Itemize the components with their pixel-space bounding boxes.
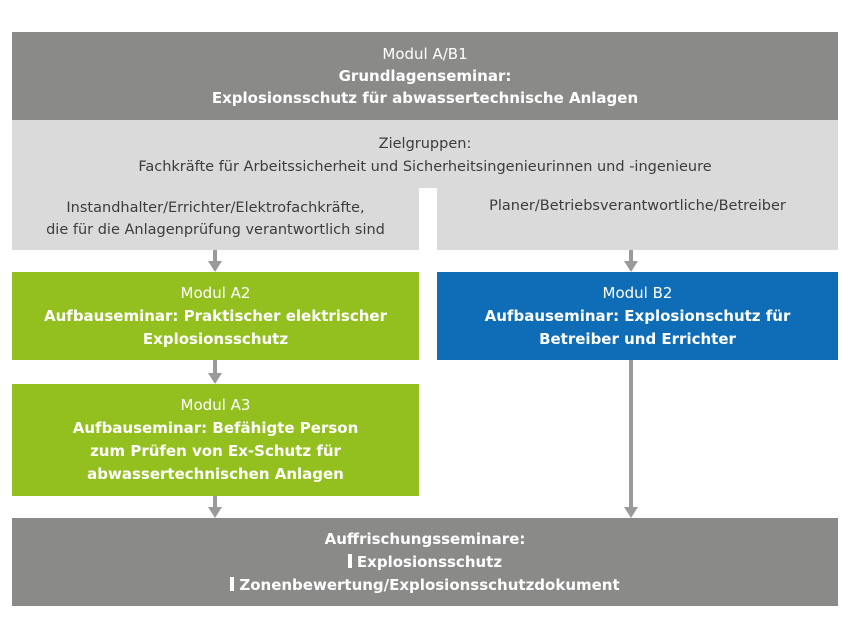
zielgruppe-left-line1: Instandhalter/Errichter/Elektrofachkräft…	[66, 200, 365, 216]
modul-b2-box: Modul B2 Aufbauseminar: Explosionschutz …	[437, 272, 838, 360]
zielgruppen-box: Zielgruppen: Fachkräfte für Arbeitssiche…	[12, 120, 838, 188]
modul-ab1-subtitle: Grundlagenseminar:	[338, 67, 512, 85]
arrow-head-icon	[208, 373, 222, 384]
arrow-head-icon	[208, 261, 222, 272]
modul-a2-line1: Aufbauseminar: Praktischer elektrischer	[44, 306, 387, 325]
auffrischung-heading: Auffrischungsseminare:	[324, 529, 526, 548]
auffrischung-item: Zonenbewertung/Explosionsschutzdokument	[230, 574, 620, 597]
auffrischung-box: Auffrischungsseminare: Explosionsschutz …	[12, 518, 838, 606]
modul-b2-title: Modul B2	[602, 283, 673, 302]
auffrischung-item-label: Explosionsschutz	[356, 552, 503, 571]
bullet-bar-icon	[230, 576, 235, 591]
arrow-head-icon	[208, 507, 222, 518]
modul-a2-box: Modul A2 Aufbauseminar: Praktischer elek…	[12, 272, 419, 360]
auffrischung-item: Explosionsschutz	[347, 551, 503, 574]
zielgruppe-left-line2: die für die Anlagenprüfung verantwortlic…	[46, 222, 385, 238]
modul-a3-box: Modul A3 Aufbauseminar: Befähigte Person…	[12, 384, 419, 496]
arrow-a3-to-auffrischung	[213, 496, 217, 508]
modul-a2-title: Modul A2	[180, 283, 251, 302]
modul-ab1-name: Explosionsschutz für abwassertechnische …	[211, 89, 639, 107]
arrow-a2-to-a3	[213, 360, 217, 374]
modul-b2-line2: Betreiber und Errichter	[539, 329, 736, 348]
zielgruppe-right-text: Planer/Betriebsverantwortliche/Betreiber	[489, 198, 786, 214]
arrow-head-icon	[624, 507, 638, 518]
modul-a3-title: Modul A3	[180, 396, 251, 414]
modul-a3-line1: Aufbauseminar: Befähigte Person	[72, 419, 359, 437]
modul-a3-line3: abwassertechnischen Anlagen	[87, 465, 344, 483]
auffrischung-item-label: Zonenbewertung/Explosionsschutzdokument	[239, 575, 620, 594]
modul-ab1-box: Modul A/B1 Grundlagenseminar: Explosions…	[12, 32, 838, 120]
modul-a2-line2: Explosionsschutz	[142, 329, 289, 348]
arrow-zg-right-to-b2	[629, 250, 633, 262]
modul-ab1-title: Modul A/B1	[382, 45, 468, 63]
arrow-head-icon	[624, 261, 638, 272]
zielgruppen-heading: Zielgruppen:	[378, 136, 472, 152]
bullet-bar-icon	[347, 553, 352, 568]
arrow-b2-to-auffrischung	[629, 360, 633, 508]
arrow-zg-left-to-a2	[213, 250, 217, 262]
modul-a3-line2: zum Prüfen von Ex-Schutz für	[90, 442, 341, 460]
zielgruppe-right-box: Planer/Betriebsverantwortliche/Betreiber	[437, 188, 838, 250]
zielgruppe-left-box: Instandhalter/Errichter/Elektrofachkräft…	[12, 188, 419, 250]
modul-b2-line1: Aufbauseminar: Explosionschutz für	[484, 306, 791, 325]
zielgruppen-common: Fachkräfte für Arbeitssicherheit und Sic…	[138, 159, 712, 175]
